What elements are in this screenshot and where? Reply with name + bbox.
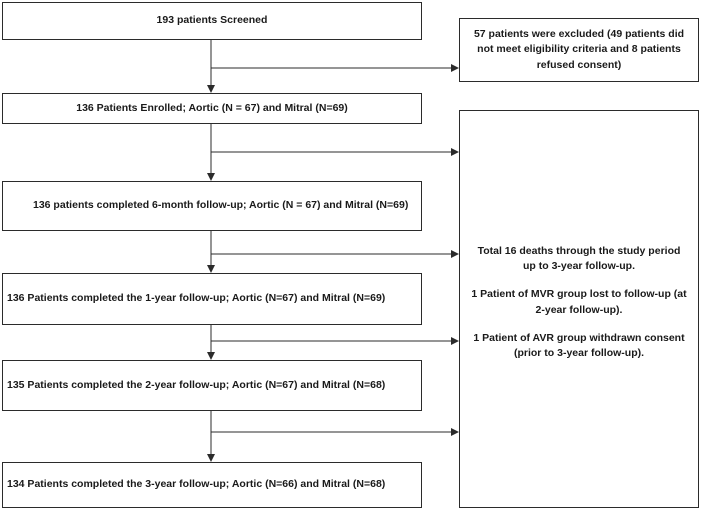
note-mvr-lost: 1 Patient of MVR group lost to follow-up… (471, 288, 687, 316)
box-one-year-text: 136 Patients completed the 1-year follow… (7, 292, 386, 305)
box-enrolled-text: 136 Patients Enrolled; Aortic (N = 67) a… (76, 101, 348, 114)
box-three-year-text: 134 Patients completed the 3-year follow… (7, 478, 386, 491)
box-two-year-text: 135 Patients completed the 2-year follow… (7, 378, 386, 391)
box-excluded: 57 patients were excluded (49 patients d… (459, 18, 699, 82)
note-deaths: Total 16 deaths through the study period… (477, 244, 681, 273)
box-screened: 193 patients Screened (2, 2, 422, 40)
box-one-year: 136 Patients completed the 1-year follow… (2, 273, 422, 325)
box-three-year: 134 Patients completed the 3-year follow… (2, 462, 422, 508)
box-six-month-text: 136 patients completed 6-month follow-up… (33, 199, 409, 212)
box-six-month: 136 patients completed 6-month follow-up… (2, 181, 422, 231)
box-two-year: 135 Patients completed the 2-year follow… (2, 360, 422, 411)
box-excluded-text: 57 patients were excluded (49 patients d… (473, 28, 685, 71)
side-notes-list: Total 16 deaths through the study period… (460, 244, 698, 374)
box-enrolled: 136 Patients Enrolled; Aortic (N = 67) a… (2, 93, 422, 124)
box-screened-text: 193 patients Screened (156, 14, 268, 27)
note-avr-withdrawn: 1 Patient of AVR group withdrawn consent… (473, 331, 685, 359)
box-side-notes: Total 16 deaths through the study period… (459, 110, 699, 508)
